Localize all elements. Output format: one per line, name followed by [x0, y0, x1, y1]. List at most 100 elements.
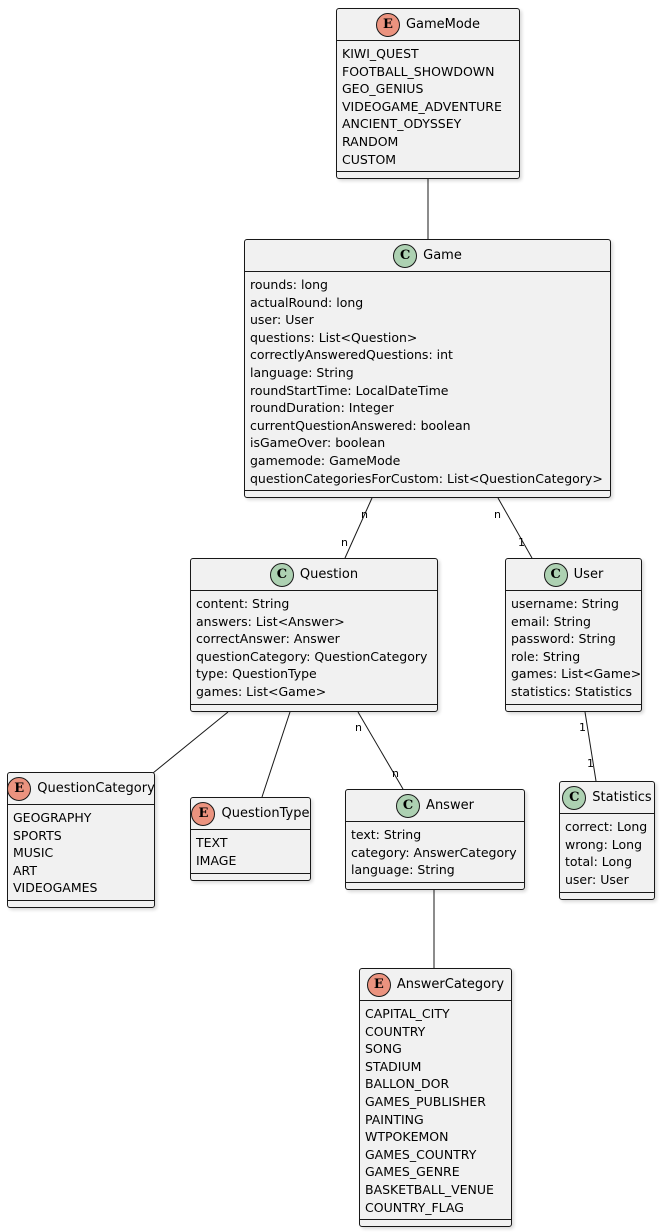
class-attribute: questions: List<Question>: [250, 329, 418, 345]
questiontype-methods-separator: [191, 873, 310, 874]
enum-value: GAMES_PUBLISHER: [365, 1093, 486, 1109]
enum-value: CUSTOM: [342, 151, 397, 167]
enum-value: WTPOKEMON: [365, 1129, 449, 1145]
question-header: C Question: [191, 559, 437, 591]
answer-title: Answer: [426, 798, 474, 813]
enum-value: VIDEOGAMES: [13, 880, 98, 896]
class-attribute: email: String: [511, 613, 591, 629]
answer-methods-separator: [346, 882, 524, 883]
class-attribute: statistics: Statistics: [511, 683, 633, 699]
class-attribute: language: String: [351, 862, 455, 878]
class-attribute: category: AnswerCategory: [351, 844, 517, 860]
class-attribute: content: String: [196, 596, 290, 611]
user-title: User: [573, 567, 604, 582]
multiplicity-label: n: [494, 508, 501, 521]
statistics-methods-separator: [560, 892, 654, 893]
user-header: C User: [506, 559, 641, 591]
multiplicity-label: n: [341, 536, 348, 549]
enum-value: BASKETBALL_VENUE: [365, 1181, 494, 1197]
gamemode-methods-separator: [337, 171, 519, 172]
enum-value: GEOGRAPHY: [13, 810, 92, 825]
enum-value: MUSIC: [13, 845, 54, 861]
enum-stereotype-icon: E: [7, 776, 32, 801]
class-attribute: actualRound: long: [250, 294, 364, 310]
class-attribute: user: User: [565, 871, 629, 887]
class-attribute: answers: List<Answer>: [196, 613, 345, 629]
class-attribute: user: User: [250, 312, 314, 328]
enum-value: TEXT: [196, 835, 228, 850]
relation-question-answer: [357, 711, 404, 790]
statistics-header: C Statistics: [560, 782, 654, 814]
questiontype-members: TEXT IMAGE: [191, 830, 310, 869]
class-attribute: games: List<Game>: [196, 683, 327, 699]
user-members: username: String email: String password: S…: [506, 591, 641, 701]
enum-value: VIDEOGAME_ADVENTURE: [342, 98, 502, 114]
class-attribute: questionCategory: QuestionCategory: [196, 648, 428, 664]
question-title: Question: [299, 567, 359, 582]
game-title: Game: [423, 248, 462, 263]
multiplicity-label: n: [392, 767, 399, 780]
enum-value: STADIUM: [365, 1058, 422, 1074]
answercategory-header: E AnswerCategory: [360, 969, 511, 1001]
enum-value: KIWI_QUEST: [342, 46, 419, 61]
game-methods-separator: [245, 490, 610, 491]
class-stereotype-icon: C: [562, 785, 587, 810]
enum-value: BALLON_DOR: [365, 1076, 450, 1092]
enum-value: SONG: [365, 1041, 402, 1057]
user-class-box: C User username: String email: String passwo…: [505, 558, 642, 712]
statistics-title: Statistics: [592, 790, 652, 805]
answercategory-methods-separator: [360, 1219, 511, 1220]
enum-value: FOOTBALL_SHOWDOWN: [342, 63, 495, 79]
enum-value: ART: [13, 862, 37, 878]
enum-value: SPORTS: [13, 827, 62, 843]
relation-question-questiontype: [261, 711, 291, 798]
multiplicity-label: 1: [587, 757, 594, 770]
class-attribute: wrong: Long: [565, 836, 643, 852]
class-attribute: username: String: [511, 596, 619, 611]
enum-stereotype-icon: E: [375, 12, 400, 37]
class-attribute: questionCategoriesForCustom: List<Questi…: [250, 470, 603, 486]
enum-value: IMAGE: [196, 852, 237, 868]
class-attribute: total: Long: [565, 854, 633, 870]
class-attribute: rounds: long: [250, 277, 328, 292]
enum-value: COUNTRY_FLAG: [365, 1199, 464, 1215]
class-attribute: gamemode: GameMode: [250, 452, 401, 468]
enum-value: RANDOM: [342, 133, 399, 149]
class-attribute: correctlyAnsweredQuestions: int: [250, 347, 453, 363]
user-methods-separator: [506, 704, 641, 705]
question-methods-separator: [191, 704, 437, 705]
questioncategory-methods-separator: [8, 900, 154, 901]
class-attribute: type: QuestionType: [196, 666, 317, 682]
questioncategory-header: E QuestionCategory: [7, 773, 155, 805]
class-attribute: roundDuration: Integer: [250, 400, 394, 416]
enum-value: GAMES_GENRE: [365, 1164, 460, 1180]
answercategory-title: AnswerCategory: [396, 977, 505, 992]
enum-value: CAPITAL_CITY: [365, 1006, 450, 1021]
class-stereotype-icon: C: [543, 562, 568, 587]
class-attribute: password: String: [511, 631, 616, 647]
relation-user-statistics: [584, 711, 597, 782]
multiplicity-label: n: [355, 721, 362, 734]
enum-value: GEO_GENIUS: [342, 81, 424, 97]
questioncategory-title: QuestionCategory: [37, 781, 155, 796]
relation-game-user: [497, 497, 533, 559]
class-stereotype-icon: C: [269, 562, 294, 587]
relation-question-questioncategory: [152, 711, 229, 774]
enum-stereotype-icon: E: [366, 972, 391, 997]
